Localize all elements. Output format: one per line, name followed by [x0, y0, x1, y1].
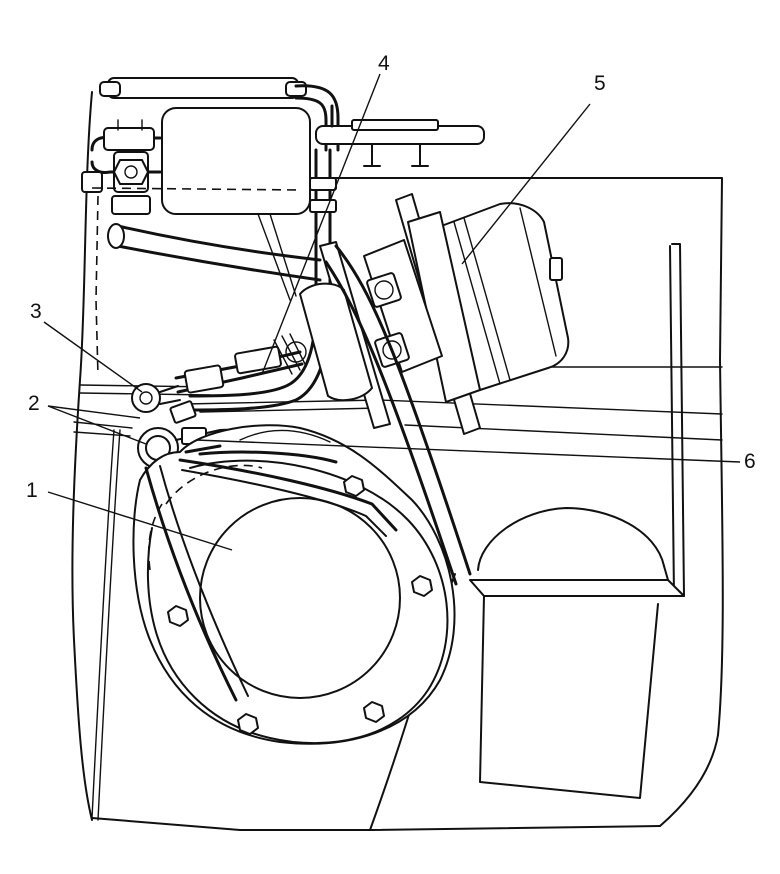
top-tank-assembly: [81, 77, 485, 301]
leader-lines: [43, 73, 741, 551]
pivot-joint: [131, 383, 197, 424]
callout-6: 6: [744, 450, 756, 473]
linkage-rod: [174, 333, 307, 394]
motor-unit: [299, 193, 570, 586]
callout-5: 5: [594, 72, 606, 95]
callout-labels: 1 2 3 4 5 6: [26, 52, 756, 502]
callout-3: 3: [30, 300, 42, 323]
callout-2: 2: [28, 392, 40, 415]
drum-assembly: [132, 424, 456, 745]
callout-1: 1: [26, 479, 38, 502]
reservoir: [469, 243, 685, 799]
callout-4: 4: [378, 52, 390, 75]
